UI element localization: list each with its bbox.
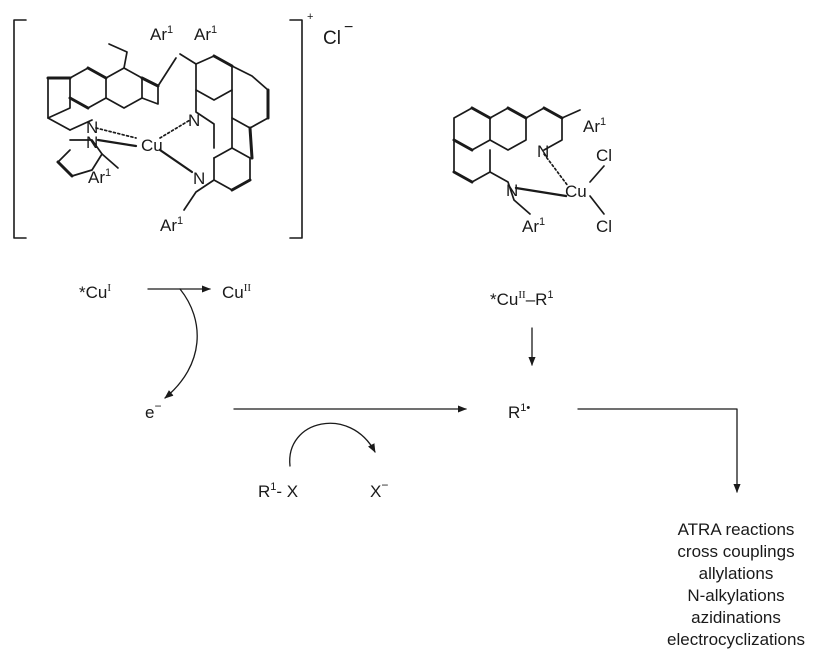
reagent-label: R1- X — [258, 481, 298, 501]
product-item: cross couplings — [677, 542, 794, 561]
photoredox-cycle: *CuI CuII *CuII–R1 e− R1• R1- X X− — [79, 282, 741, 501]
product-item: N-alkylations — [687, 586, 784, 605]
left-n-atom-4: N — [193, 169, 205, 188]
counter-ion: Cl — [323, 28, 341, 49]
right-cl-2: Cl — [596, 217, 612, 236]
complex-charge: + — [307, 11, 313, 23]
excited-cu1-label: *CuI — [79, 282, 111, 302]
counter-ion-charge: − — [344, 19, 353, 36]
product-item: allylations — [699, 564, 774, 583]
right-n-atom-1: N — [537, 142, 549, 161]
arrow-reagent-consumption — [289, 422, 376, 467]
left-aryl-3: Ar1 — [88, 167, 111, 187]
arrow-radical-to-products — [577, 408, 741, 493]
right-n-atom-2: N — [506, 181, 518, 200]
excited-cu2-r-label: *CuII–R1 — [490, 289, 554, 309]
cu2-label: CuII — [222, 282, 251, 302]
left-cu-complex: + Cl − — [13, 11, 353, 239]
product-list: ATRA reactions cross couplings allylatio… — [667, 520, 805, 649]
left-cu-atom: Cu — [141, 136, 163, 155]
cu-n-bond-4 — [158, 148, 194, 174]
leaving-group-label: X− — [370, 478, 388, 501]
left-n-atom-3: N — [188, 111, 200, 130]
right-cucl2-complex: N N Cu Cl Cl Ar1 Ar1 — [452, 106, 612, 236]
right-bracket — [289, 19, 303, 239]
left-aryl-1: Ar1 — [150, 24, 173, 44]
left-bracket — [13, 19, 27, 239]
cu-n-bond-2 — [96, 138, 138, 148]
right-aryl-1: Ar1 — [583, 116, 606, 136]
left-aryl-2: Ar1 — [194, 24, 217, 44]
arrow-electron-release — [164, 288, 198, 399]
left-n-atom-2: N — [86, 133, 98, 152]
phenanthroline-ligand-b — [179, 53, 270, 211]
product-item: azidinations — [691, 608, 781, 627]
left-n-atom-1: N — [86, 118, 98, 137]
phenanthroline-ligand-a — [46, 43, 177, 178]
cu-n-bond-1 — [95, 127, 137, 139]
right-cu-atom: Cu — [565, 182, 587, 201]
radical-label: R1• — [508, 402, 530, 422]
product-item: electrocyclizations — [667, 630, 805, 649]
right-cl-1: Cl — [596, 146, 612, 165]
right-aryl-2: Ar1 — [522, 216, 545, 236]
cu-n-bond-3 — [159, 119, 191, 139]
left-aryl-4: Ar1 — [160, 215, 183, 235]
product-item: ATRA reactions — [678, 520, 795, 539]
electron-label: e− — [145, 399, 161, 422]
